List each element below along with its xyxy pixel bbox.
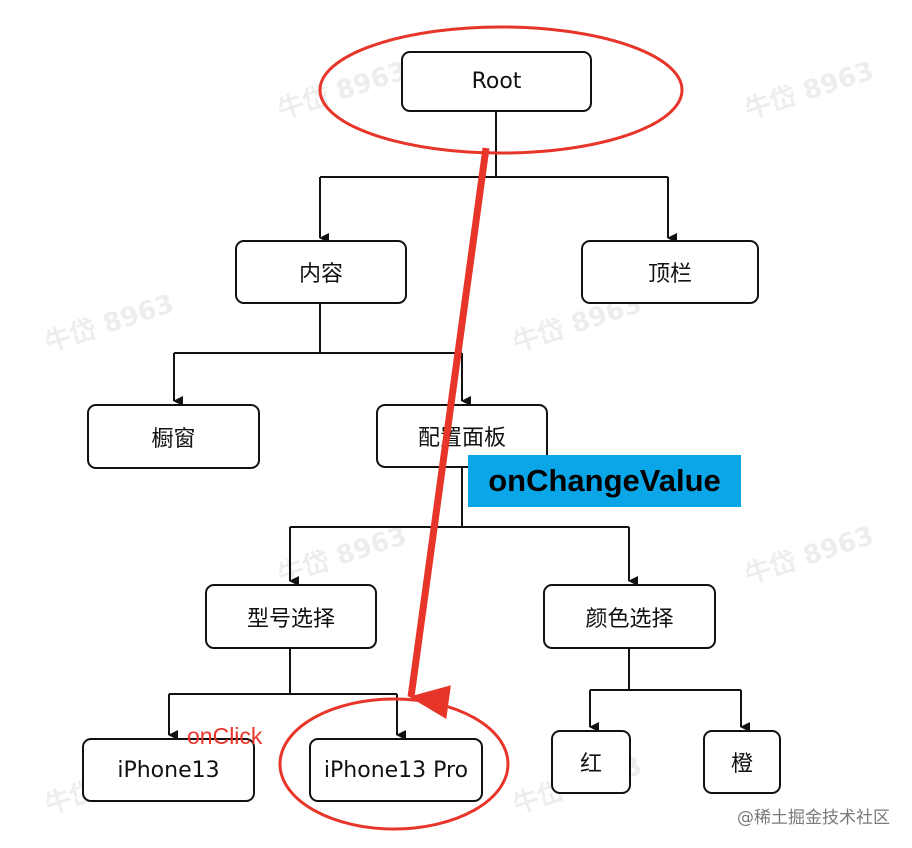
node-topbar: 顶栏 bbox=[581, 240, 759, 304]
data-flow-arrow bbox=[407, 147, 490, 719]
node-orange: 橙 bbox=[703, 730, 781, 794]
node-showcase: 橱窗 bbox=[87, 404, 260, 469]
node-root: Root bbox=[401, 51, 592, 112]
on-change-value-label: onChangeValue bbox=[468, 455, 741, 507]
credit-text: @稀土掘金技术社区 bbox=[737, 808, 890, 828]
node-iphone13: iPhone13 bbox=[82, 738, 255, 802]
node-red: 红 bbox=[551, 730, 631, 794]
node-content: 内容 bbox=[235, 240, 407, 304]
node-model-select: 型号选择 bbox=[205, 584, 377, 649]
on-click-label: onClick bbox=[187, 723, 263, 749]
node-iphone13-pro: iPhone13 Pro bbox=[309, 738, 483, 802]
iphone13pro-highlight-ellipse bbox=[278, 697, 510, 831]
root-highlight-ellipse bbox=[318, 25, 684, 155]
node-color-select: 颜色选择 bbox=[543, 584, 716, 649]
